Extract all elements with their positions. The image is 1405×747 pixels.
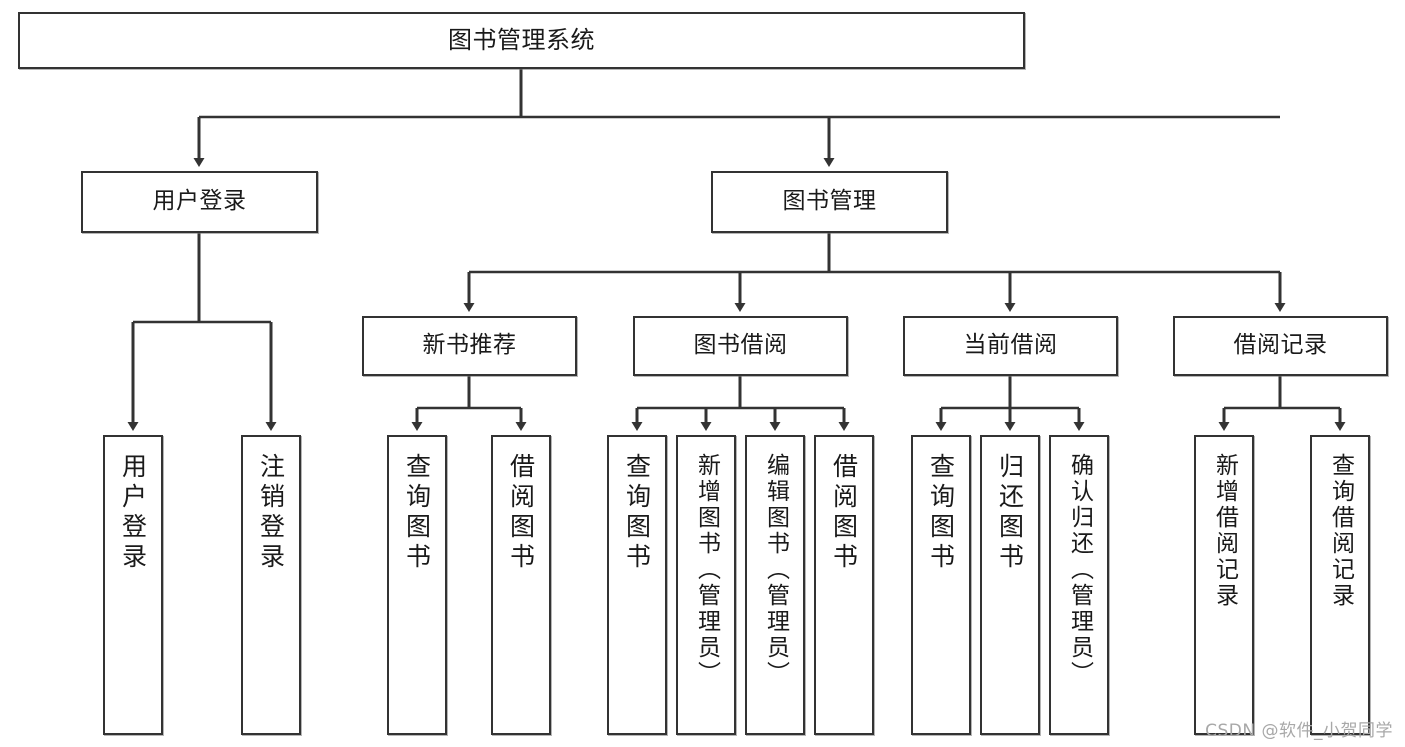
node-leaf-borrow-book-1-label: 借阅图书 xyxy=(506,453,536,573)
node-leaf-borrow-book-2[interactable]: 借阅图书 xyxy=(814,435,874,735)
node-leaf-query-record-label: 查询借阅记录 xyxy=(1327,453,1354,609)
node-leaf-add-book-label: 新增图书（管理员） xyxy=(693,453,720,687)
watermark: CSDN @软件_小贺同学 xyxy=(1205,721,1393,741)
node-leaf-return-book-label: 归还图书 xyxy=(995,453,1025,573)
node-leaf-confirm-return-label: 确认归还（管理员） xyxy=(1066,453,1093,687)
node-leaf-query-book-3[interactable]: 查询图书 xyxy=(911,435,971,735)
node-leaf-add-record[interactable]: 新增借阅记录 xyxy=(1194,435,1254,735)
node-current-borrow[interactable]: 当前借阅 xyxy=(903,316,1118,376)
node-new-book-rec-label: 新书推荐 xyxy=(422,332,517,359)
node-book-manage[interactable]: 图书管理 xyxy=(711,171,948,233)
node-leaf-user-login[interactable]: 用户登录 xyxy=(103,435,163,735)
node-leaf-add-record-label: 新增借阅记录 xyxy=(1211,453,1238,609)
node-root[interactable]: 图书管理系统 xyxy=(18,12,1025,69)
node-leaf-logout[interactable]: 注销登录 xyxy=(241,435,301,735)
node-leaf-return-book[interactable]: 归还图书 xyxy=(980,435,1040,735)
node-leaf-query-record[interactable]: 查询借阅记录 xyxy=(1310,435,1370,735)
node-current-borrow-label: 当前借阅 xyxy=(963,332,1058,359)
node-book-borrow[interactable]: 图书借阅 xyxy=(633,316,848,376)
node-new-book-rec[interactable]: 新书推荐 xyxy=(362,316,577,376)
node-user-login[interactable]: 用户登录 xyxy=(81,171,318,233)
node-leaf-confirm-return[interactable]: 确认归还（管理员） xyxy=(1049,435,1109,735)
node-leaf-query-book-3-label: 查询图书 xyxy=(926,453,956,573)
node-leaf-query-book-1-label: 查询图书 xyxy=(402,453,432,573)
node-leaf-user-login-label: 用户登录 xyxy=(118,453,148,573)
node-leaf-borrow-book-1[interactable]: 借阅图书 xyxy=(491,435,551,735)
node-user-login-label: 用户登录 xyxy=(152,188,247,215)
node-leaf-query-book-2[interactable]: 查询图书 xyxy=(607,435,667,735)
node-leaf-logout-label: 注销登录 xyxy=(256,453,286,573)
node-borrow-record[interactable]: 借阅记录 xyxy=(1173,316,1388,376)
node-leaf-borrow-book-2-label: 借阅图书 xyxy=(829,453,859,573)
node-leaf-query-book-1[interactable]: 查询图书 xyxy=(387,435,447,735)
node-root-label: 图书管理系统 xyxy=(448,26,595,55)
node-leaf-add-book[interactable]: 新增图书（管理员） xyxy=(676,435,736,735)
node-borrow-record-label: 借阅记录 xyxy=(1233,332,1328,359)
node-leaf-edit-book-label: 编辑图书（管理员） xyxy=(762,453,789,687)
node-book-manage-label: 图书管理 xyxy=(782,188,877,215)
node-book-borrow-label: 图书借阅 xyxy=(693,332,788,359)
node-leaf-query-book-2-label: 查询图书 xyxy=(622,453,652,573)
node-leaf-edit-book[interactable]: 编辑图书（管理员） xyxy=(745,435,805,735)
